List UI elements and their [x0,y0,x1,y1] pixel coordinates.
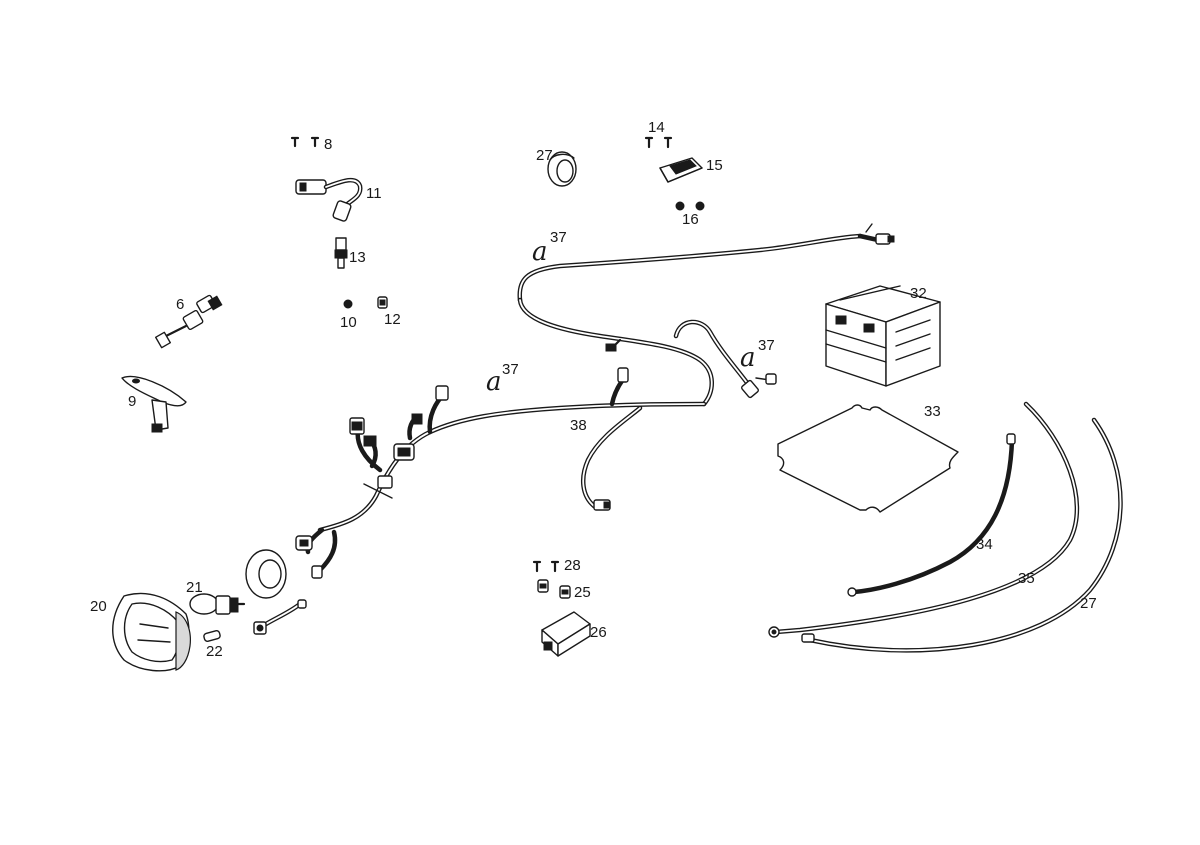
screw-14 [644,136,673,149]
bulb-cover-ring [245,549,287,599]
clip-mark-a-1: a [532,237,548,267]
label-10: 10 [340,314,357,331]
label-37-right: 37 [758,337,775,354]
label-11: 11 [366,185,382,202]
regulator-26 [541,611,591,657]
battery-32 [825,285,941,387]
label-20: 20 [90,598,107,615]
label-13: 13 [349,249,366,266]
label-16: 16 [682,211,699,228]
label-6: 6 [176,296,184,313]
label-32: 32 [910,285,927,302]
wiring-harness-38 [295,223,895,579]
label-15: 15 [706,157,723,174]
bulb-21 [189,593,246,615]
label-37-middle: 37 [502,361,519,378]
grommet-27 [547,151,577,187]
headlight-20 [112,592,191,672]
label-8: 8 [324,136,332,153]
cable-35 [768,401,1080,638]
label-28: 28 [564,557,581,574]
bulb-22 [203,599,307,642]
label-33: 33 [924,403,941,420]
clip-mark-a-2: a [486,367,502,397]
label-12: 12 [384,311,401,328]
clip-25 [537,579,571,599]
ignition-coil-11 [295,177,363,222]
clip-mark-a-3: a [740,343,756,373]
switch-6 [154,294,223,349]
nut-16 [675,201,705,211]
screw-8 [290,136,320,148]
relay-15 [659,157,703,183]
cable-27 [801,417,1123,653]
label-27-right: 27 [1080,595,1097,612]
label-35: 35 [1018,570,1035,587]
label-25: 25 [574,584,591,601]
battery-pad-33 [777,404,959,513]
label-27-top: 27 [536,147,553,164]
spark-plug-13 [334,237,348,269]
label-38: 38 [570,417,587,434]
nut-10 [343,299,353,309]
bracket-9 [121,376,187,433]
label-14: 14 [648,119,665,136]
label-9: 9 [128,393,136,410]
label-34: 34 [976,536,993,553]
clip-12 [377,296,388,309]
label-22: 22 [206,643,223,660]
battery-cable-34 [847,433,1016,597]
screw-28 [532,560,560,573]
label-26: 26 [590,624,607,641]
label-37-top: 37 [550,229,567,246]
label-21: 21 [186,579,203,596]
